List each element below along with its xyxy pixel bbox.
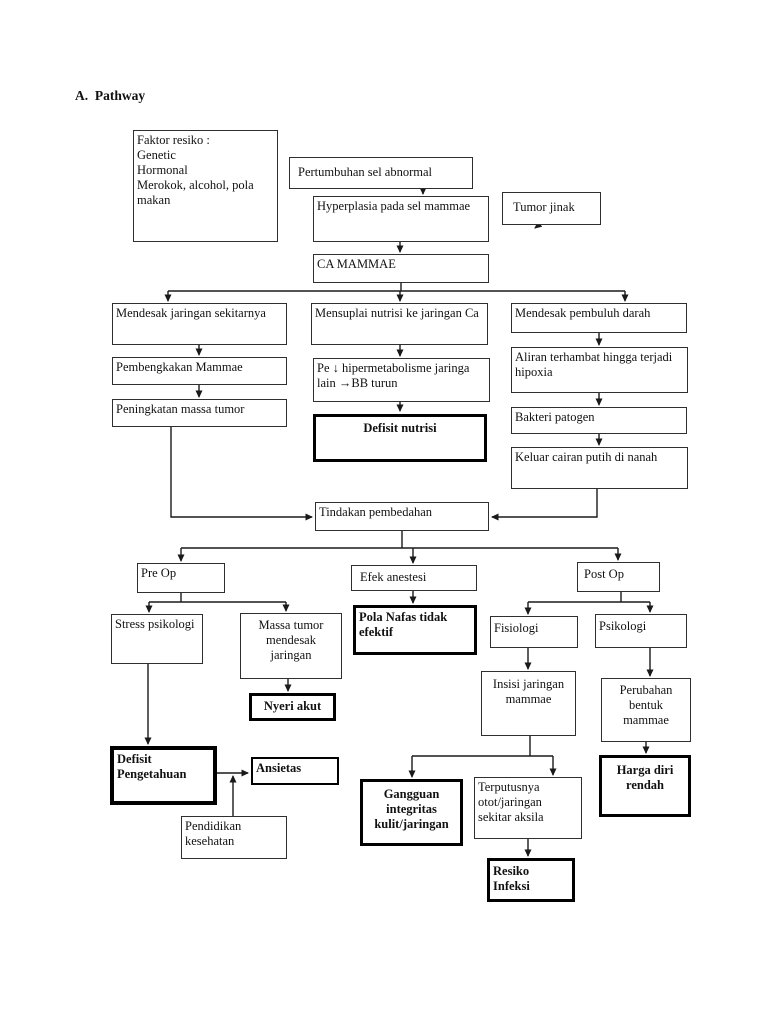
- node-resiko-infeksi: Resiko Infeksi: [487, 858, 575, 902]
- node-terputusnya-otot: Terputusnya otot/jaringan sekitar aksila: [474, 777, 582, 839]
- node-ca-mammae: CA MAMMAE: [313, 254, 489, 283]
- node-fisiologi: Fisiologi: [490, 616, 578, 648]
- node-keluar-cairan: Keluar cairan putih di nanah: [511, 447, 688, 489]
- connector-peningkatan-tindakan: [170, 427, 313, 521]
- node-faktor-resiko: Faktor resiko : Genetic Hormonal Merokok…: [133, 130, 278, 242]
- node-peningkatan-massa-tumor: Peningkatan massa tumor: [112, 399, 287, 427]
- node-tumor-jinak: Tumor jinak: [502, 192, 601, 225]
- connector-keluar-tindakan: [491, 489, 598, 521]
- node-gangguan-integritas: Gangguan integritas kulit/jaringan: [360, 779, 463, 846]
- node-pe-hipermetabolisme: Pe ↓ hipermetabolisme jaringa lain →BB t…: [313, 358, 490, 402]
- node-pembengkakan-mammae: Pembengkakan Mammae: [112, 357, 287, 385]
- node-ansietas: Ansietas: [251, 757, 339, 785]
- node-hyperplasia: Hyperplasia pada sel mammae: [313, 196, 489, 242]
- page-title: A. Pathway: [75, 88, 146, 103]
- node-pola-nafas-tidak-efektif: Pola Nafas tidak efektif: [353, 605, 477, 655]
- node-efek-anestesi: Efek anestesi: [351, 565, 477, 591]
- node-stress-psikologi: Stress psikologi: [111, 614, 203, 664]
- node-defisit-nutrisi: Defisit nutrisi: [313, 414, 487, 462]
- node-mensuplai-nutrisi: Mensuplai nutrisi ke jaringan Ca: [311, 303, 488, 345]
- node-bakteri-patogen: Bakteri patogen: [511, 407, 687, 434]
- node-tindakan-pembedahan: Tindakan pembedahan: [315, 502, 489, 531]
- node-pertumbuhan-sel-abnormal: Pertumbuhan sel abnormal: [289, 157, 473, 189]
- node-psikologi: Psikologi: [595, 614, 687, 648]
- node-pendidikan-kesehatan: Pendidikan kesehatan: [181, 816, 287, 859]
- node-nyeri-akut: Nyeri akut: [249, 693, 336, 721]
- node-post-op: Post Op: [577, 562, 660, 592]
- node-insisi-jaringan: Insisi jaringan mammae: [481, 671, 576, 736]
- node-pre-op: Pre Op: [137, 563, 225, 593]
- node-aliran-terhambat: Aliran terhambat hingga terjadi hipoxia: [511, 347, 688, 393]
- node-mendesak-pembuluh-darah: Mendesak pembuluh darah: [511, 303, 687, 333]
- node-massa-tumor-mendesak: Massa tumor mendesak jaringan: [240, 613, 342, 679]
- node-perubahan-bentuk: Perubahan bentuk mammae: [601, 678, 691, 742]
- node-defisit-pengetahuan: Defisit Pengetahuan: [110, 746, 217, 805]
- node-mendesak-jaringan: Mendesak jaringan sekitarnya: [112, 303, 287, 345]
- node-harga-diri-rendah: Harga diri rendah: [599, 755, 691, 817]
